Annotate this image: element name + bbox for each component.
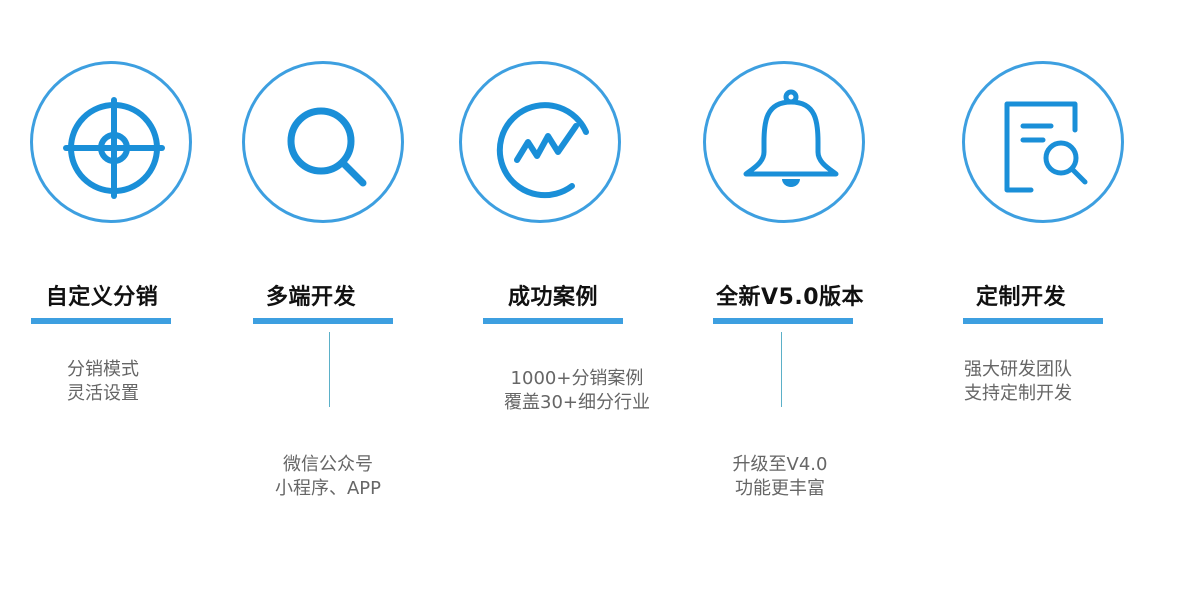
title-underline	[253, 318, 393, 324]
title-underline	[963, 318, 1103, 324]
feature-description: 1000+分销案例 覆盖30+细分行业	[467, 367, 687, 415]
feature-title: 成功案例	[507, 285, 598, 310]
icon-circle	[242, 61, 404, 223]
magnifier-icon	[287, 107, 367, 187]
feature-description: 微信公众号 小程序、APP	[218, 453, 438, 501]
description-line: 功能更丰富	[735, 478, 825, 499]
trend-chart-icon	[496, 102, 589, 199]
feature-title: 多端开发	[265, 285, 356, 310]
bell-icon	[743, 89, 839, 187]
description-line: 支持定制开发	[964, 383, 1072, 404]
title-underline	[31, 318, 171, 324]
feature-title: 全新V5.0版本	[716, 285, 864, 310]
feature-title: 定制开发	[975, 285, 1066, 310]
description-line: 1000+分销案例	[510, 368, 644, 389]
icon-circle	[30, 61, 192, 223]
description-line: 覆盖30+细分行业	[504, 392, 650, 413]
icon-circle	[459, 61, 621, 223]
document-search-icon	[1004, 101, 1088, 193]
description-line: 小程序、APP	[274, 478, 382, 499]
description-line: 升级至V4.0	[732, 454, 828, 475]
connector-line	[329, 332, 330, 407]
connector-line	[781, 332, 782, 407]
crosshair-target-icon	[63, 97, 165, 199]
description-line: 微信公众号	[283, 454, 373, 475]
feature-description: 分销模式 灵活设置	[0, 358, 213, 406]
title-underline	[713, 318, 853, 324]
icon-circle	[703, 61, 865, 223]
icon-circle	[962, 61, 1124, 223]
description-line: 强大研发团队	[964, 359, 1072, 380]
title-underline	[483, 318, 623, 324]
feature-description: 升级至V4.0 功能更丰富	[670, 453, 890, 501]
feature-title: 自定义分销	[45, 285, 159, 310]
description-line: 灵活设置	[67, 383, 139, 404]
description-line: 分销模式	[67, 359, 139, 380]
feature-description: 强大研发团队 支持定制开发	[908, 358, 1128, 406]
